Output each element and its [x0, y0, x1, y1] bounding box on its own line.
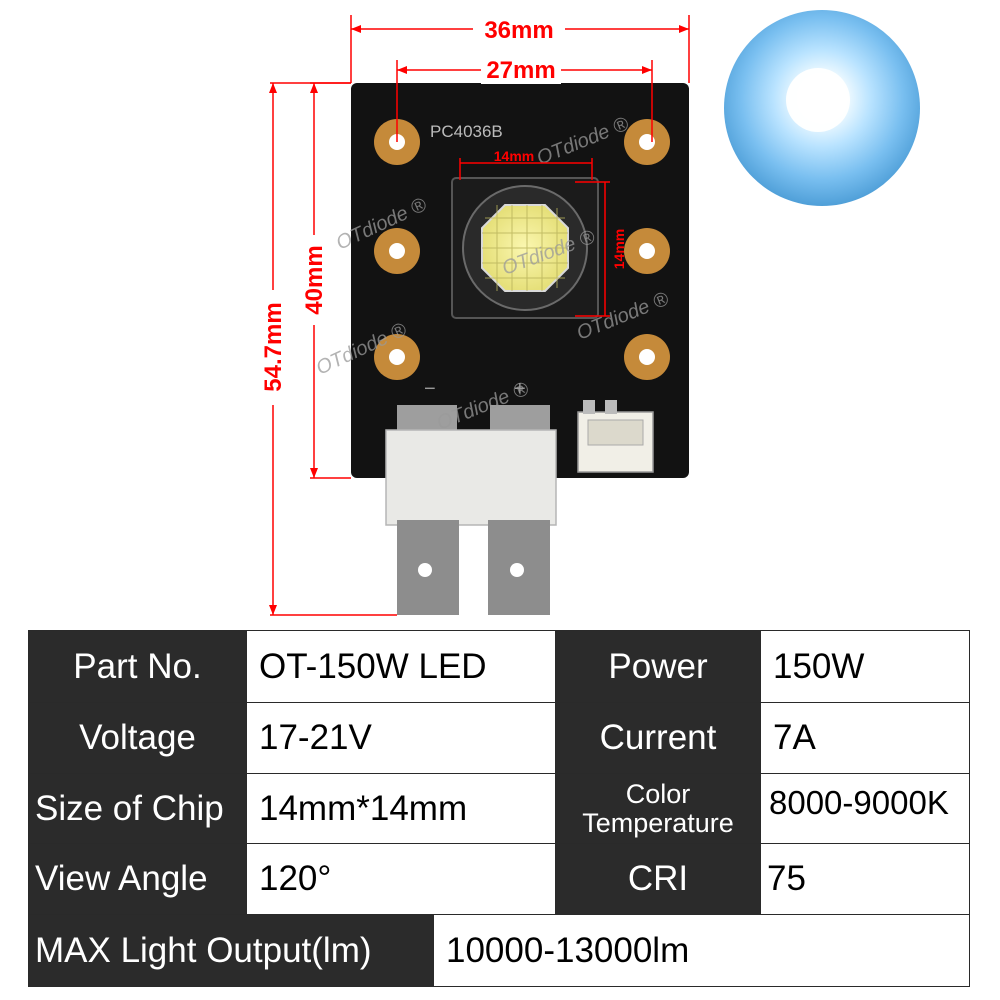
part-no-value: OT-150W LED — [247, 631, 556, 703]
color-temp-label-line1: Color — [625, 778, 691, 809]
chip-size-value: 14mm*14mm — [247, 774, 556, 844]
dim-chip-width: 14mm — [494, 148, 534, 164]
dim-width-outer: 36mm — [484, 17, 553, 44]
voltage-label: Voltage — [29, 703, 247, 774]
power-label: Power — [556, 631, 761, 703]
polarity-negative: − — [424, 378, 436, 400]
color-temp-label-line2: Temperature — [582, 807, 734, 838]
max-output-value: 10000-13000lm — [434, 915, 969, 986]
dim-height-board: 40mm — [301, 245, 328, 314]
current-label: Current — [556, 703, 761, 774]
lit-led-photo — [724, 10, 920, 206]
color-temp-label: Color Temperature — [556, 774, 761, 844]
power-terminal — [385, 405, 557, 615]
cri-value: 75 — [761, 844, 969, 915]
led-package — [451, 177, 599, 319]
signal-connector — [577, 400, 654, 473]
mounting-holes — [374, 119, 670, 380]
view-angle-label: View Angle — [29, 844, 247, 915]
spec-table: Part No. OT-150W LED Power 150W Voltage … — [28, 630, 970, 987]
max-output-label: MAX Light Output(lm) — [29, 915, 434, 986]
current-value: 7A — [761, 703, 969, 774]
led-dimension-diagram: PC4036B − + — [258, 10, 920, 616]
dim-width-holes: 27mm — [486, 57, 555, 84]
cri-label: CRI — [556, 844, 761, 915]
dim-height-total: 54.7mm — [260, 302, 287, 391]
part-no-label: Part No. — [29, 631, 247, 703]
power-value: 150W — [761, 631, 969, 703]
chip-size-label: Size of Chip — [29, 774, 247, 844]
polarity-positive: + — [514, 378, 526, 400]
view-angle-value: 120° — [247, 844, 556, 915]
voltage-value: 17-21V — [247, 703, 556, 774]
color-temp-value: 8000-9000K — [761, 774, 969, 844]
dim-chip-height: 14mm — [611, 229, 627, 269]
board-label: PC4036B — [430, 122, 503, 141]
